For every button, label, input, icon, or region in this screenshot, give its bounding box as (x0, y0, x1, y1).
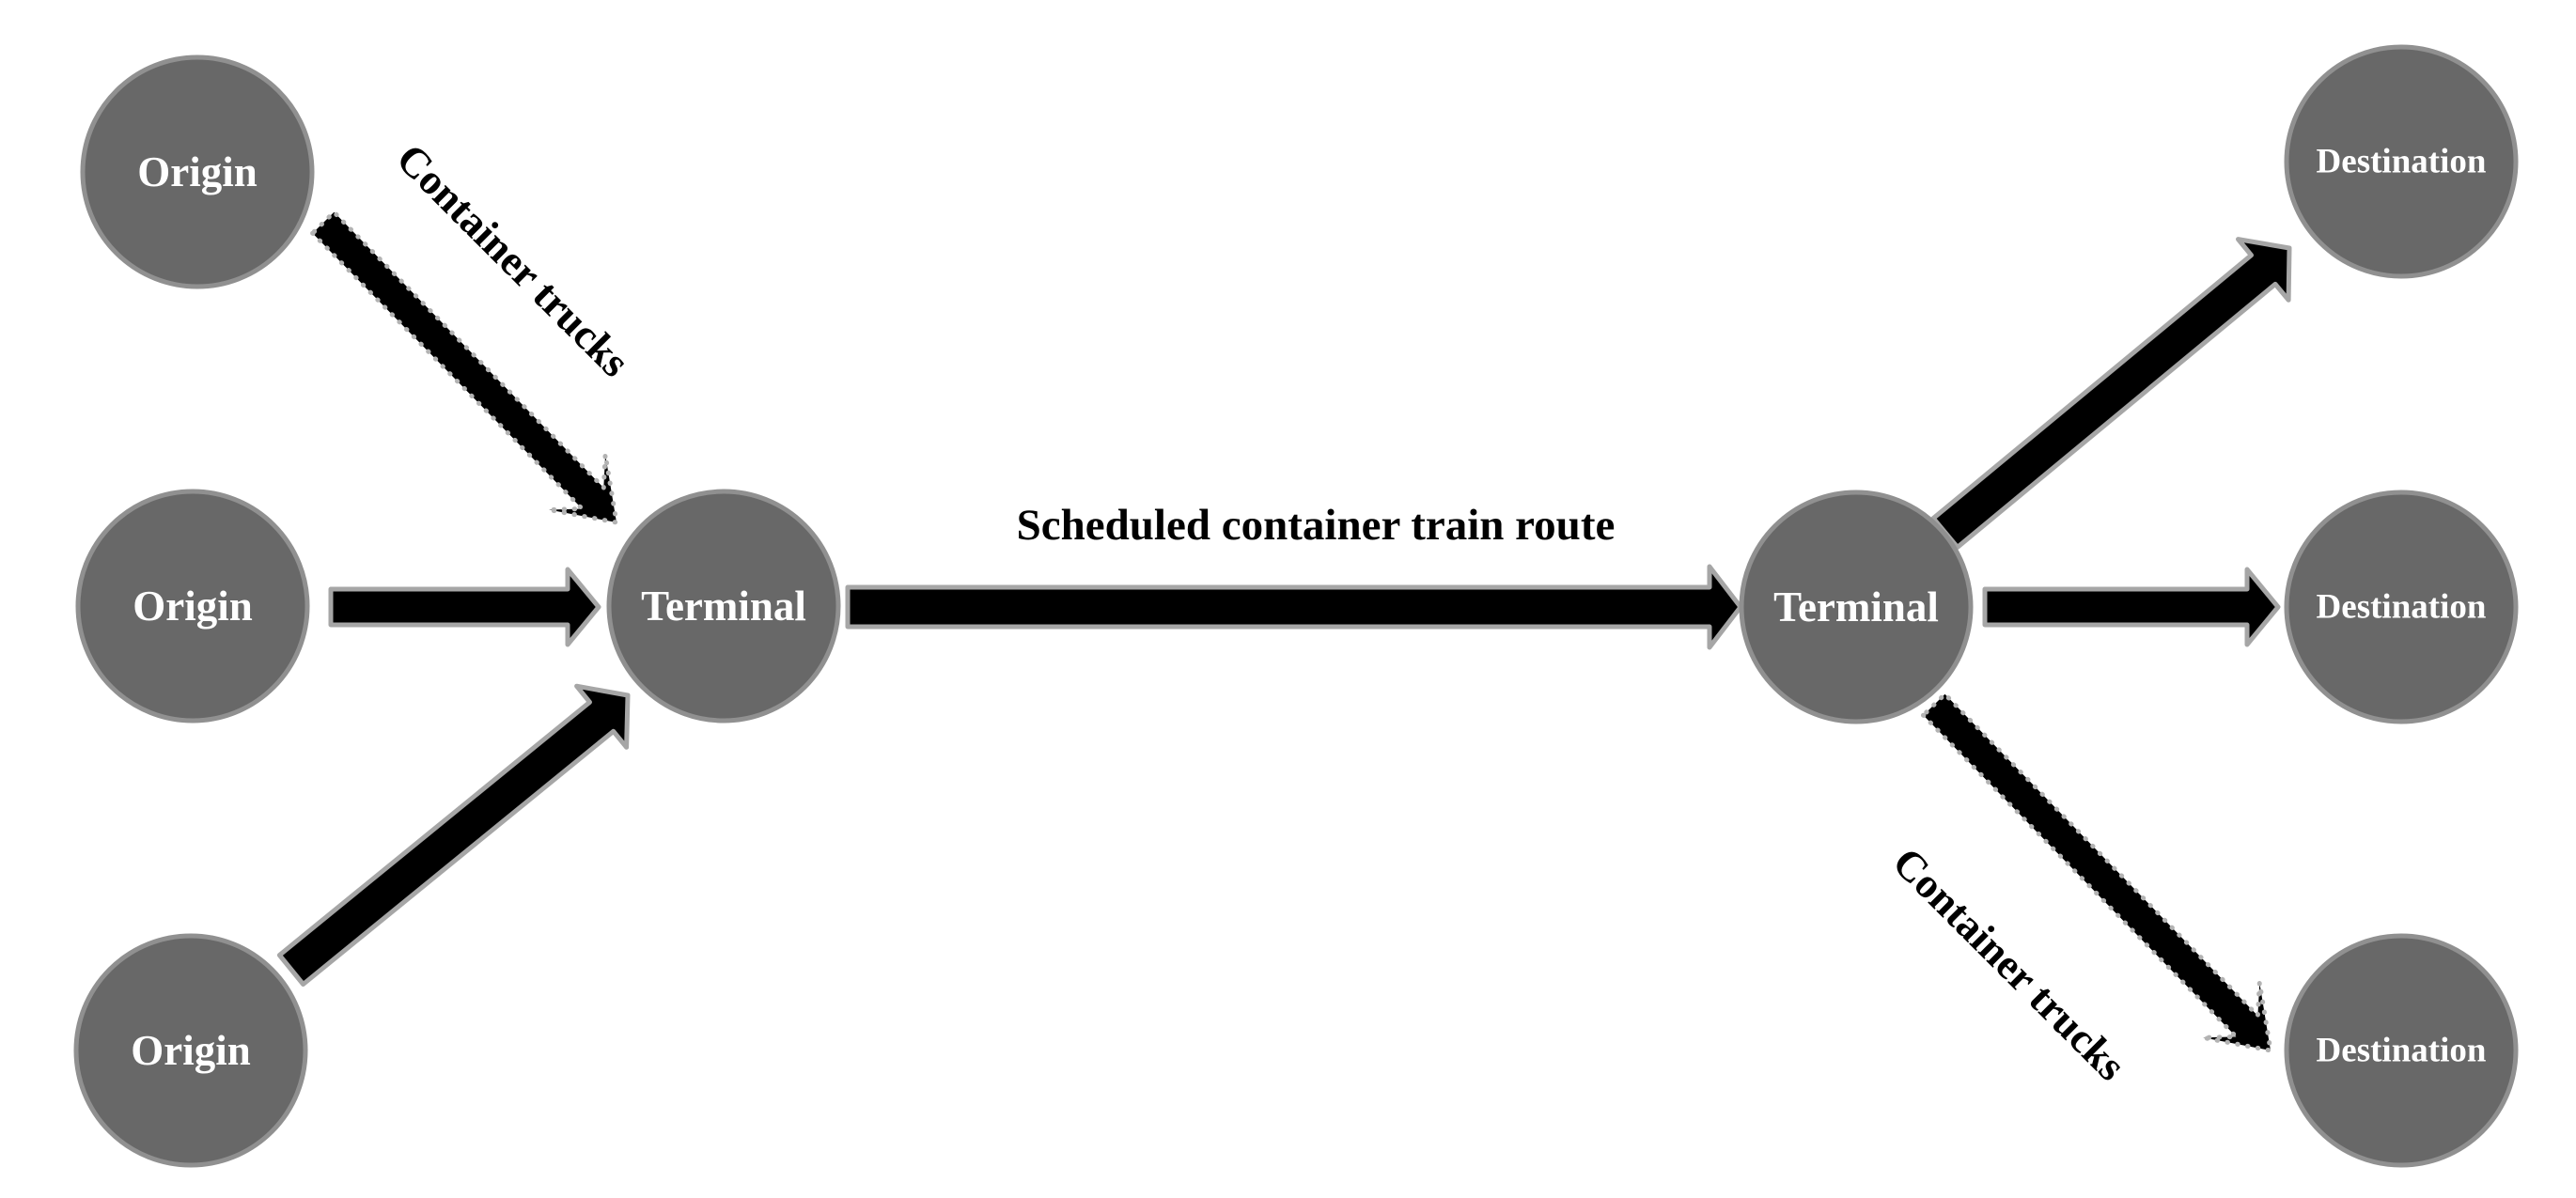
terminal-node-right-label: Terminal (1773, 583, 1939, 630)
terminal-node-right-circle (1739, 490, 1974, 724)
origin-node-1: Origin (80, 54, 315, 289)
truck-arrow-origin1-terminal (310, 210, 619, 525)
origin-node-1-circle (80, 54, 315, 289)
destination-node-1: Destination (2284, 44, 2519, 279)
destination-node-1-circle (2284, 44, 2519, 279)
destination-node-1-label: Destination (2317, 143, 2487, 181)
destination-node-3-circle (2284, 933, 2519, 1168)
train-arrow-terminal-terminal (845, 564, 1743, 650)
terminal-node-left-label: Terminal (641, 583, 806, 630)
terminal-node-left-circle (606, 489, 841, 723)
destination-node-3-label: Destination (2317, 1032, 2487, 1070)
origin-node-3: Origin (73, 933, 308, 1168)
terminal-node-right: Terminal (1739, 490, 1974, 724)
origin-node-1-label: Origin (137, 148, 258, 195)
truck-arrow-terminal-dest2 (1982, 567, 2281, 647)
truck-arrow-terminal-dest3 (1921, 692, 2273, 1053)
truck-arrow-origin3-terminal (276, 683, 631, 987)
truck-arrow-origin2-terminal (328, 567, 601, 647)
destination-node-2: Destination (2284, 490, 2519, 724)
origin-node-3-label: Origin (131, 1027, 251, 1074)
origin-node-3-circle (73, 933, 308, 1168)
origin-node-2-circle (75, 489, 310, 723)
destination-node-2-label: Destination (2317, 588, 2487, 627)
truck-arrow-terminal-dest1 (1930, 237, 2292, 550)
origin-node-2-label: Origin (133, 583, 253, 630)
destination-node-3: Destination (2284, 933, 2519, 1168)
train-route-label: Scheduled container train route (1017, 501, 1616, 550)
terminal-node-left: Terminal (606, 489, 841, 723)
destination-node-2-circle (2284, 490, 2519, 724)
origin-node-2: Origin (75, 489, 310, 723)
